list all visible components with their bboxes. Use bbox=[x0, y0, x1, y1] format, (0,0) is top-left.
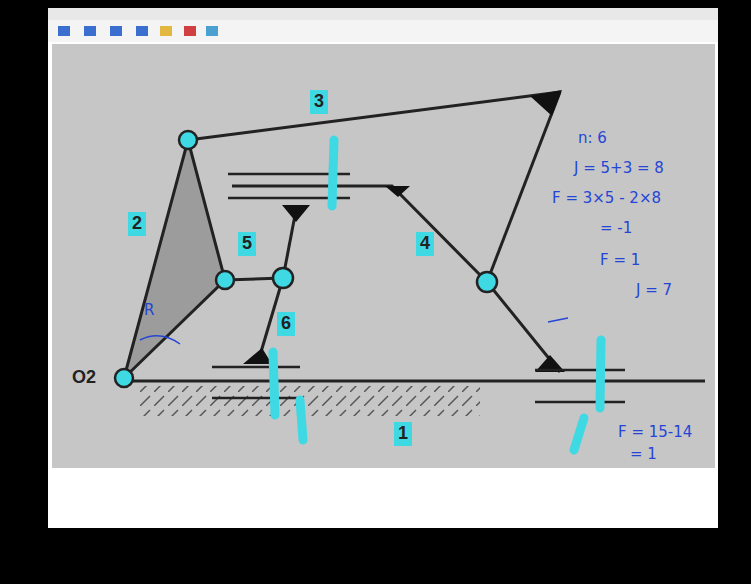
link-number: 1 bbox=[394, 422, 412, 446]
link-number: 3 bbox=[310, 90, 328, 114]
handwritten-note: J = 5+3 = 8 bbox=[574, 160, 664, 177]
handwritten-note: F = 15-14 bbox=[618, 424, 692, 441]
link-number: 2 bbox=[128, 212, 146, 236]
link-number: 6 bbox=[277, 312, 295, 336]
handwritten-note: F = 1 bbox=[600, 252, 640, 269]
link-number: 4 bbox=[416, 232, 434, 256]
handwritten-note: n: 6 bbox=[578, 130, 607, 147]
handwritten-note: J = 7 bbox=[636, 282, 672, 299]
handwritten-note: = -1 bbox=[600, 220, 632, 237]
handwritten-note: = 1 bbox=[630, 446, 657, 463]
link-number: 5 bbox=[238, 232, 256, 256]
handwritten-note: F = 3×5 - 2×8 bbox=[552, 190, 661, 207]
pivot-label: O2 bbox=[72, 368, 96, 388]
handwritten-note: R bbox=[144, 302, 154, 319]
